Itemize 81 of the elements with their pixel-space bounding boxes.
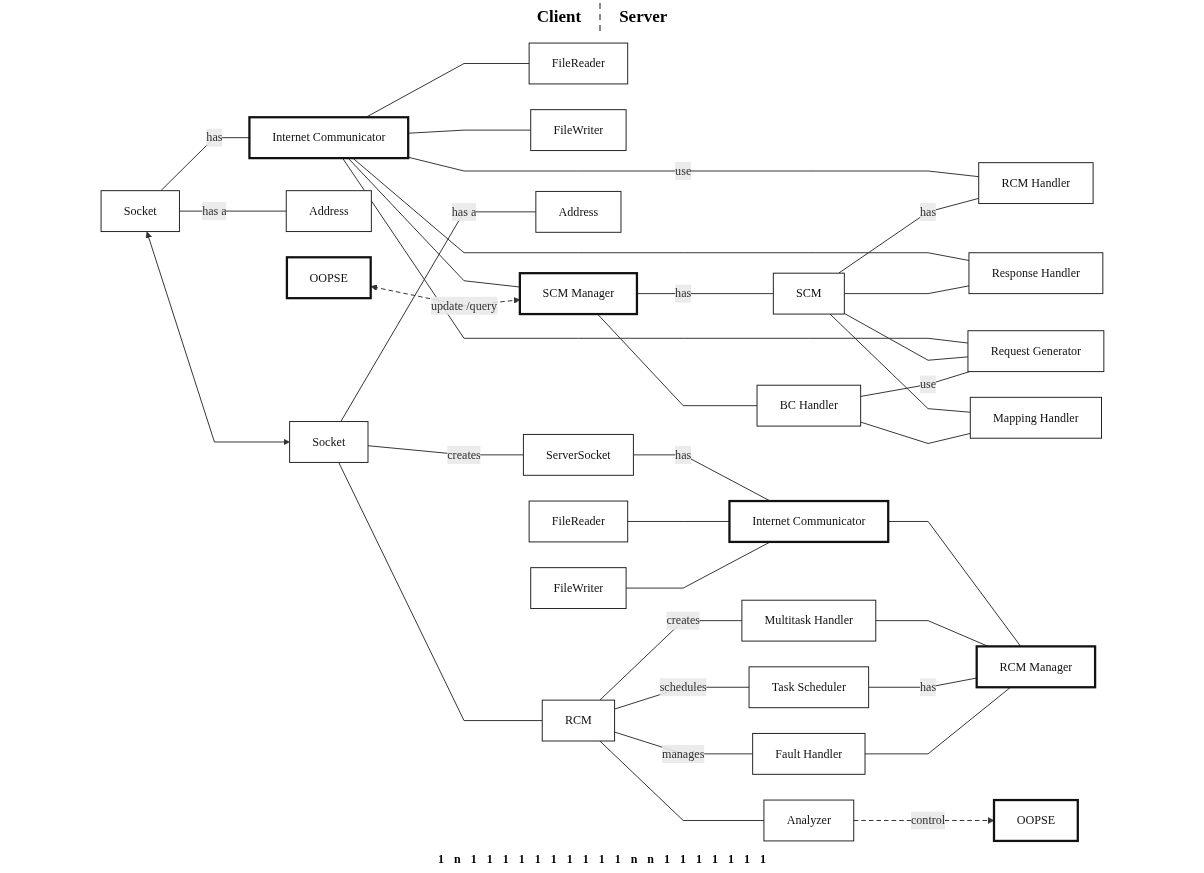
edge-label: has xyxy=(919,679,936,693)
edge-label: has xyxy=(674,447,691,461)
node-box: RCM Manager xyxy=(975,644,1096,688)
connector xyxy=(843,284,969,294)
connector xyxy=(596,313,758,406)
multiplicity-label: 1 xyxy=(502,851,509,867)
edge-label: manages xyxy=(661,746,704,760)
node-box: Analyzer xyxy=(763,799,854,841)
node-box: Socket xyxy=(288,420,369,463)
connector xyxy=(339,210,536,422)
node-box: Address xyxy=(285,189,372,232)
multiplicity-label: n xyxy=(630,851,638,867)
multiplicity-label: 1 xyxy=(470,851,477,867)
connector xyxy=(626,520,730,522)
edge-label: creates xyxy=(446,447,481,461)
node-box: Response Handler xyxy=(968,251,1103,294)
side-heading: Server xyxy=(618,7,669,27)
edge-label: use xyxy=(919,377,936,391)
edge-label: use xyxy=(674,163,691,177)
edge-label: has xyxy=(919,204,936,218)
node-box: OOPSE xyxy=(285,255,372,299)
edge-label: update /query xyxy=(430,298,497,312)
edge-label: creates xyxy=(665,613,700,627)
multiplicity-label: 1 xyxy=(680,851,687,867)
connector xyxy=(351,157,969,261)
multiplicity-label: 1 xyxy=(712,851,719,867)
node-box: FileReader xyxy=(528,42,628,84)
node-box: Mapping Handler xyxy=(969,396,1102,439)
node-box: Socket xyxy=(100,189,180,232)
connector xyxy=(843,312,968,361)
multiplicity-label: 1 xyxy=(598,851,605,867)
node-box: FileWriter xyxy=(529,566,627,609)
node-box: RCM Handler xyxy=(977,161,1094,204)
multiplicity-label: 1 xyxy=(760,851,767,867)
edge-label: control xyxy=(910,813,945,827)
multiplicity-label: n xyxy=(453,851,461,867)
multiplicity-label: 1 xyxy=(664,851,671,867)
multiplicity-label: 1 xyxy=(728,851,735,867)
node-box: BC Handler xyxy=(756,384,861,427)
edge-label: has xyxy=(205,130,223,144)
node-box: Address xyxy=(534,190,621,233)
edge-label: has a xyxy=(451,204,476,218)
node-box: ServerSocket xyxy=(522,433,634,476)
multiplicity-label: 1 xyxy=(437,851,444,867)
multiplicity-label: 1 xyxy=(696,851,703,867)
node-box: Multitask Handler xyxy=(740,599,876,642)
connector xyxy=(859,370,970,397)
multiplicity-label: 1 xyxy=(744,851,751,867)
node-box: FileWriter xyxy=(529,108,627,151)
connector xyxy=(407,129,531,134)
multiplicity-label: 1 xyxy=(550,851,557,867)
edge-label: has a xyxy=(201,203,227,217)
node-box: OOPSE xyxy=(992,798,1079,842)
node-box: Internet Communicator xyxy=(727,499,889,543)
node-box: Internet Communicator xyxy=(247,115,409,159)
connector xyxy=(341,157,968,344)
connector xyxy=(598,740,764,821)
edge-label: schedules xyxy=(659,679,707,693)
connector xyxy=(859,421,971,444)
node-box: RCM xyxy=(541,699,615,741)
node-box: Task Scheduler xyxy=(748,665,869,708)
multiplicity-label: 1 xyxy=(534,851,541,867)
node-box: Request Generator xyxy=(967,329,1104,372)
connector xyxy=(636,292,774,294)
connector xyxy=(829,313,971,413)
connector xyxy=(407,156,979,177)
connector xyxy=(864,686,1011,754)
node-box: Fault Handler xyxy=(751,732,866,775)
node-box: SCM Manager xyxy=(518,271,638,315)
edge-label: has xyxy=(674,286,691,300)
multiplicity-label: 1 xyxy=(566,851,573,867)
multiplicity-label: 1 xyxy=(518,851,525,867)
connector xyxy=(347,157,520,288)
multiplicity-label: 1 xyxy=(614,851,621,867)
multiplicity-label: n xyxy=(647,851,655,867)
connector xyxy=(337,461,543,721)
multiplicity-label: 1 xyxy=(486,851,493,867)
node-box: FileReader xyxy=(528,500,628,542)
side-heading: Client xyxy=(535,7,583,27)
multiplicity-label: 1 xyxy=(582,851,589,867)
node-box: SCM xyxy=(772,272,845,315)
